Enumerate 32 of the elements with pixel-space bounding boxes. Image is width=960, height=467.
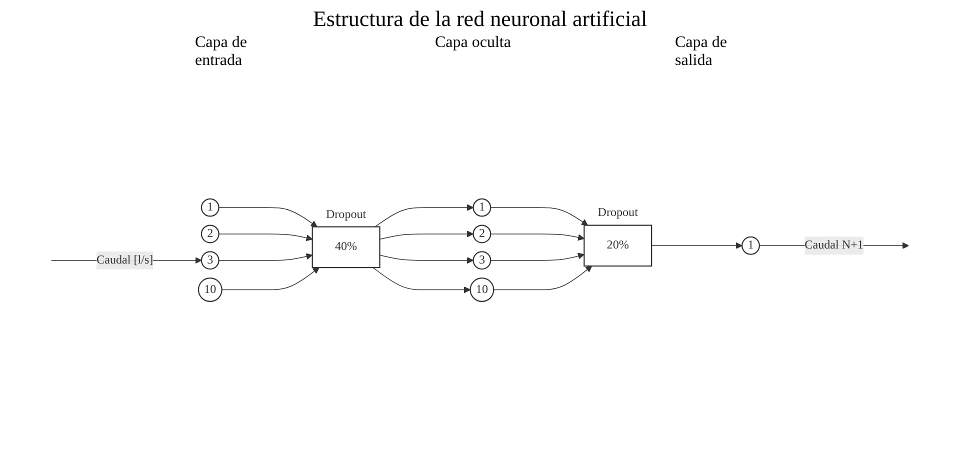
- node-circle: 1: [472, 198, 492, 217]
- dropout-label: Dropout: [598, 205, 638, 220]
- node-circle: 10: [198, 278, 222, 302]
- node-circle: 1: [742, 236, 760, 255]
- node-circle: 2: [200, 224, 220, 244]
- dropout-label: Dropout: [326, 206, 366, 221]
- node-box: 40%: [312, 226, 380, 268]
- arrow: [651, 242, 742, 249]
- arrow: [221, 267, 320, 290]
- arrow: [218, 207, 318, 228]
- node-circle: 10: [470, 278, 494, 302]
- arrow: [490, 252, 584, 261]
- edge-label: Caudal N+1: [804, 238, 864, 252]
- node-circle: 2: [472, 224, 492, 244]
- layer-label: Capa de entrada: [195, 34, 248, 70]
- node-circle: 3: [200, 251, 220, 270]
- arrow: [218, 253, 313, 261]
- arrow: [490, 234, 584, 241]
- node-circle: 1: [200, 198, 220, 217]
- arrow: [490, 207, 588, 226]
- layer-label: Capa oculta: [435, 34, 512, 53]
- arrow: [379, 230, 474, 240]
- arrow: [379, 254, 474, 264]
- arrow: [218, 234, 313, 242]
- arrow: [374, 204, 474, 228]
- edge-label: Caudal [l/s]: [96, 254, 154, 266]
- node-box: 20%: [584, 224, 652, 267]
- layer-label: Capa de salida: [675, 34, 728, 70]
- arrow: [372, 267, 471, 294]
- arrow: [493, 266, 592, 290]
- diagram-title: Estructura de la red neuronal artificial: [312, 6, 648, 32]
- node-circle: 3: [472, 251, 492, 270]
